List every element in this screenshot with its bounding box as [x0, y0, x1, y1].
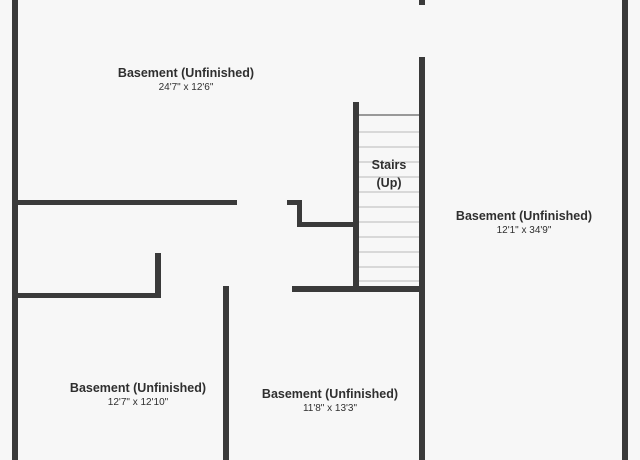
wall-stairs-left — [353, 102, 359, 292]
wall-outer-right — [622, 0, 628, 460]
wall-bottom-divider — [223, 286, 229, 460]
room-label-right: Basement (Unfinished) 12'1" x 34'9" — [434, 209, 614, 237]
wall-stub-horiz — [297, 222, 359, 227]
stairs-label-line1: Stairs — [371, 158, 407, 172]
room-label-bottom-left: Basement (Unfinished) 12'7" x 12'10" — [48, 381, 228, 409]
room-label-top-left: Basement (Unfinished) 24'7" x 12'6" — [96, 66, 276, 94]
wall-stub-vert — [297, 200, 302, 227]
room-dimensions: 24'7" x 12'6" — [158, 81, 214, 93]
room-name: Basement (Unfinished) — [117, 66, 255, 80]
room-name: Basement (Unfinished) — [69, 381, 207, 395]
room-dimensions: 11'8" x 13'3" — [302, 402, 358, 414]
wall-top-stub — [419, 0, 425, 5]
room-name: Basement (Unfinished) — [261, 387, 399, 401]
room-label-bottom-middle: Basement (Unfinished) 11'8" x 13'3" — [240, 387, 420, 415]
room-name: Basement (Unfinished) — [455, 209, 593, 223]
stairs-label-line2: (Up) — [376, 175, 402, 190]
wall-mid-left — [12, 200, 237, 205]
wall-outer-left — [12, 0, 18, 460]
room-dimensions: 12'7" x 12'10" — [107, 396, 169, 408]
stairs-label: Stairs (Up) — [359, 157, 419, 192]
wall-right-divider — [419, 57, 425, 460]
stair-treads — [359, 114, 419, 282]
wall-lower-left-top — [12, 293, 161, 298]
wall-under-stairs — [292, 286, 425, 292]
wall-lower-left-stub — [155, 253, 161, 298]
wall-stub-top — [287, 200, 301, 205]
room-dimensions: 12'1" x 34'9" — [496, 224, 552, 236]
